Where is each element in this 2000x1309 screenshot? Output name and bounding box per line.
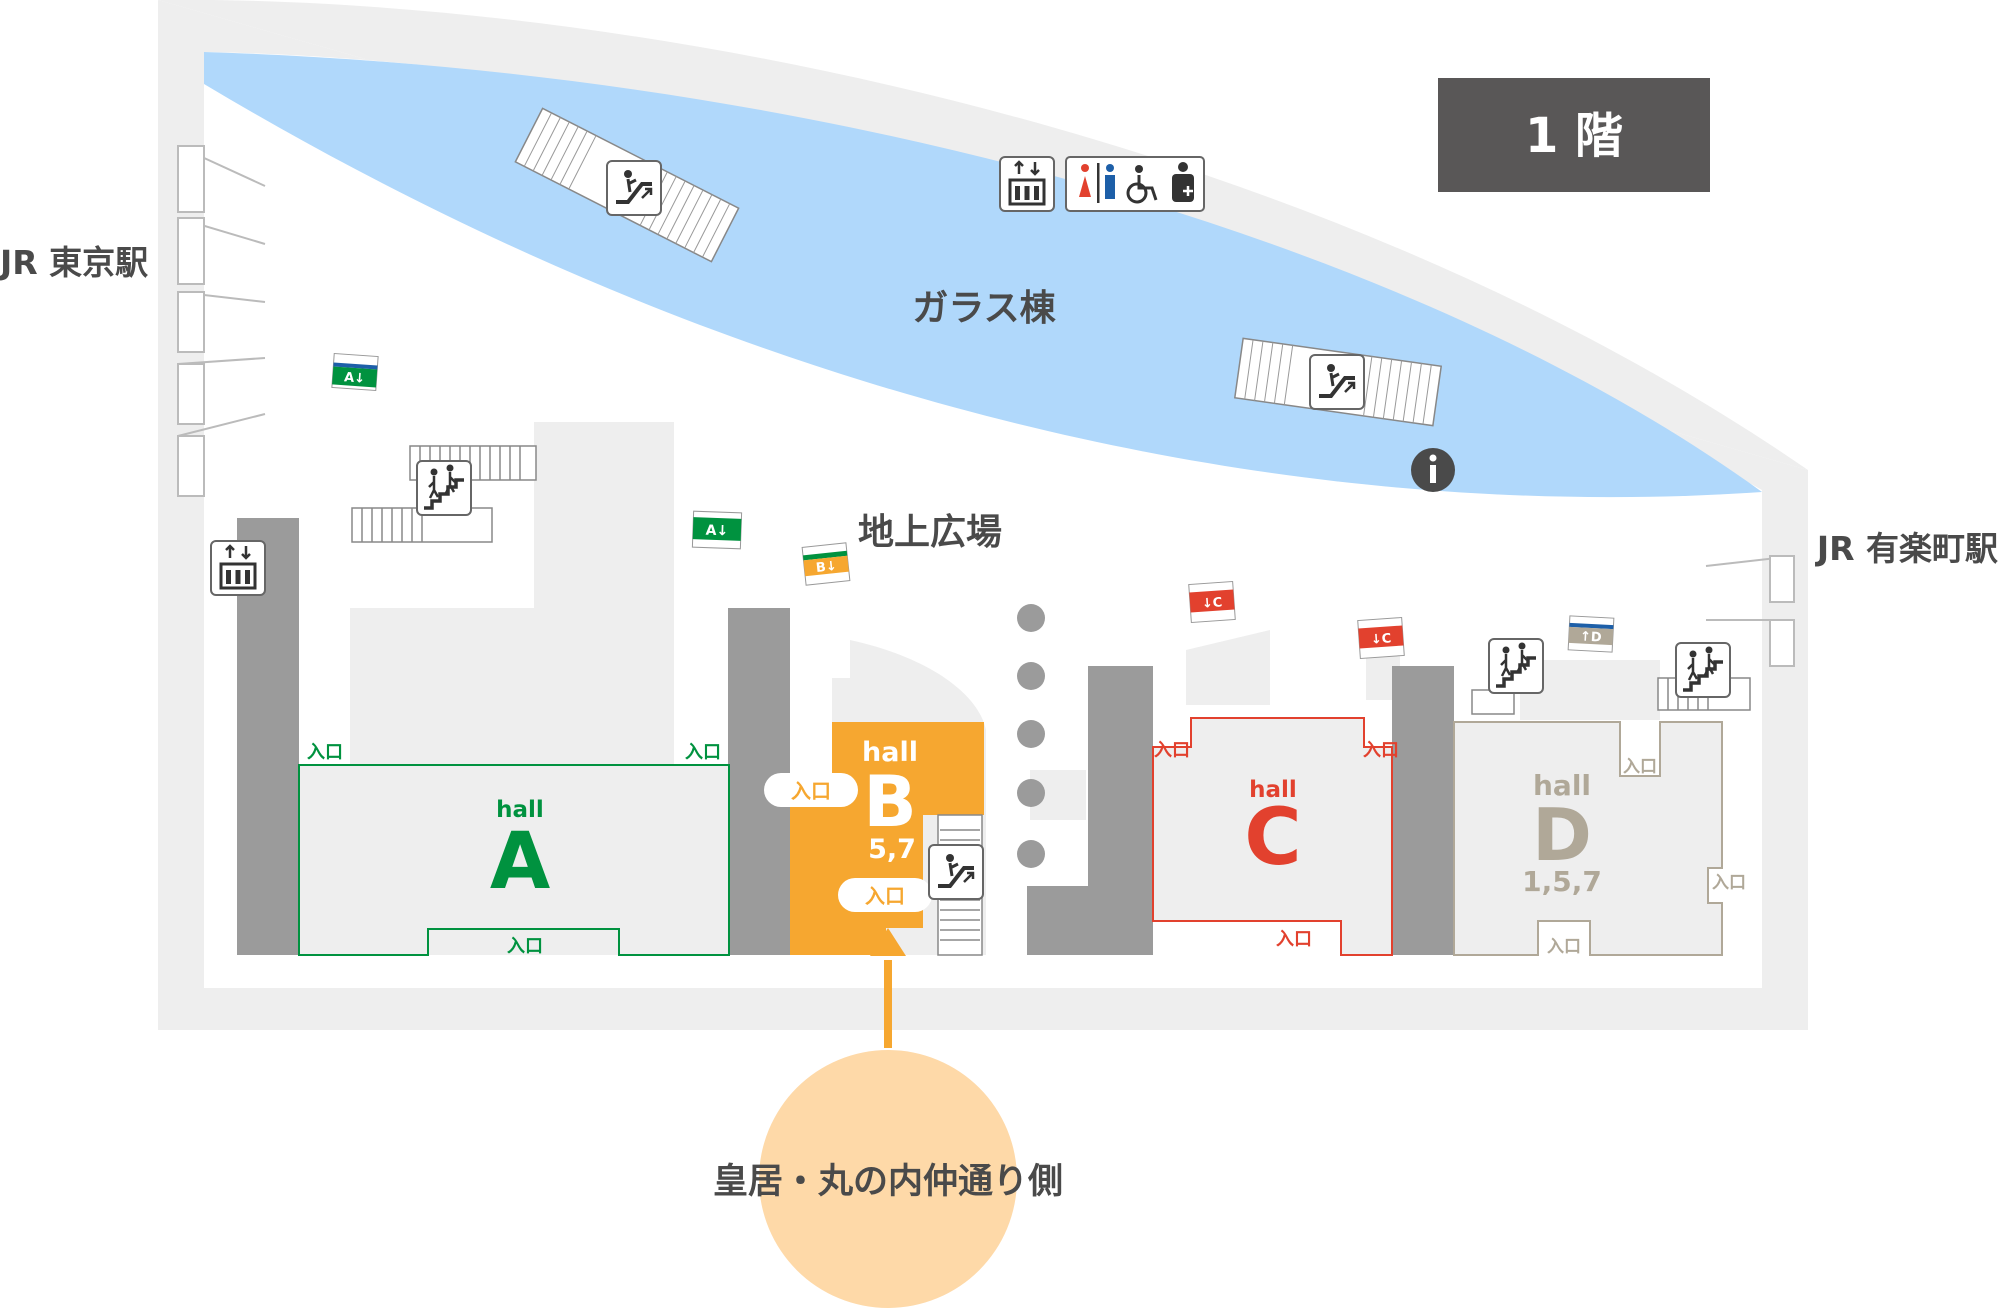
hall-a-entrance-right[interactable]: 入口 — [685, 742, 721, 763]
escalator-icon[interactable] — [605, 159, 663, 217]
round-columns — [1017, 604, 1045, 868]
hall-d-entrance-bottom[interactable]: 入口 — [1547, 937, 1581, 957]
tokyo-entrance-gates — [177, 145, 266, 497]
stair-sign-a-lower[interactable]: A↓ — [691, 510, 743, 550]
ground-plaza-label: 地上広場 — [858, 512, 1002, 553]
hall-a[interactable]: hall A — [298, 764, 730, 956]
hall-c-letter: C — [1244, 793, 1301, 883]
first-aid-icon — [1172, 162, 1194, 202]
hall-b-entrance-main[interactable]: 入口 — [838, 878, 932, 912]
hall-b-entrance-side[interactable]: 入口 — [764, 773, 858, 807]
elevator-icon[interactable] — [209, 539, 267, 597]
stairs-icon[interactable] — [415, 459, 473, 517]
hall-d[interactable]: hall D 1,5,7 — [1453, 721, 1723, 956]
hall-a-letter: A — [490, 817, 550, 907]
stairs-icon[interactable] — [1487, 637, 1545, 695]
yurakucho-entrance-gates — [1705, 555, 1796, 667]
svg-text:↓C: ↓C — [1201, 595, 1222, 611]
svg-text:↓C: ↓C — [1370, 631, 1391, 647]
hall-c-entrance-left[interactable]: 入口 — [1154, 740, 1190, 761]
hall-c-entrance-bottom[interactable]: 入口 — [1276, 929, 1312, 950]
stairs-icon[interactable] — [1674, 641, 1732, 699]
hall-d-word: hall — [1533, 769, 1591, 802]
hall-d-floors: 1,5,7 — [1522, 865, 1602, 898]
hall-a-word: hall — [496, 797, 544, 823]
hall-d-letter: D — [1532, 793, 1592, 877]
facilities-sign[interactable] — [1065, 156, 1205, 212]
hall-a-entrance-bottom[interactable]: 入口 — [507, 936, 543, 957]
stair-sign-c-right[interactable]: ↓C — [1357, 616, 1405, 660]
glass-building-label: ガラス棟 — [912, 288, 1056, 329]
approach-circle — [759, 1050, 1017, 1308]
svg-text:↑D: ↑D — [1580, 629, 1603, 645]
hall-c[interactable]: hall C — [1152, 717, 1393, 956]
hall-b-letter: B — [863, 761, 916, 843]
svg-text:B↓: B↓ — [815, 559, 837, 576]
elevator-icon[interactable] — [998, 155, 1056, 213]
escalator-icon[interactable] — [927, 843, 985, 901]
hall-b-floors: 5,7 — [868, 834, 916, 865]
svg-text:A↓: A↓ — [344, 370, 366, 386]
stair-sign-c-left[interactable]: ↓C — [1188, 580, 1236, 624]
jr-tokyo-label[interactable]: JR 東京駅 — [0, 243, 148, 282]
hall-c-entrance-right[interactable]: 入口 — [1363, 740, 1399, 761]
accessible-icon — [1126, 165, 1158, 204]
svg-text:入口: 入口 — [865, 884, 905, 908]
hall-d-entrance-right[interactable]: 入口 — [1712, 873, 1746, 893]
svg-text:A↓: A↓ — [705, 523, 728, 540]
svg-text:入口: 入口 — [791, 779, 831, 803]
escalator-icon[interactable] — [1308, 353, 1366, 411]
jr-yurakucho-label[interactable]: JR 有楽町駅 — [1815, 529, 1998, 568]
floor-badge: 1 階 — [1438, 78, 1710, 192]
stair-sign-a-upper[interactable]: A↓ — [331, 352, 379, 392]
hall-a-entrance-left[interactable]: 入口 — [307, 742, 343, 763]
stair-sign-d[interactable]: ↑D — [1567, 615, 1615, 653]
hall-c-word: hall — [1249, 777, 1297, 803]
hall-b-word: hall — [862, 737, 918, 768]
info-icon[interactable] — [1411, 448, 1455, 492]
stair-sign-b[interactable]: B↓ — [801, 542, 851, 586]
imperial-side-label[interactable]: 皇居・丸の内仲通り側 — [713, 1162, 1063, 1202]
floor-label: 1 階 — [1525, 108, 1623, 164]
restroom-icon — [1079, 163, 1115, 203]
hall-d-entrance-top[interactable]: 入口 — [1623, 757, 1657, 777]
